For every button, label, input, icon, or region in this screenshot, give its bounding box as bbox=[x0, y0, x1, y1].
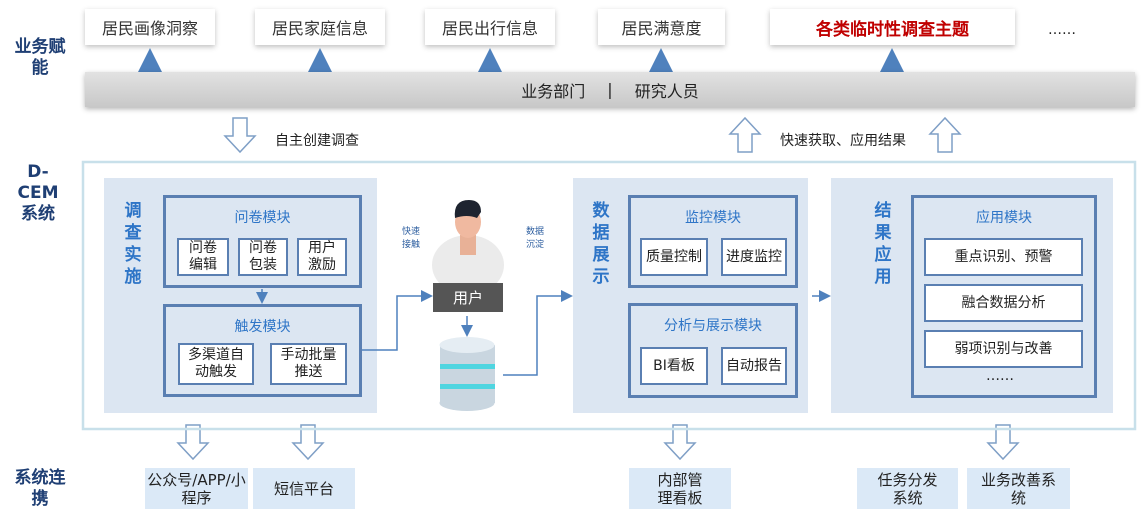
role-business: 业务部门 bbox=[521, 81, 586, 101]
bottom-system: 内部管理看板 bbox=[629, 468, 731, 509]
display-label: 数据展示 bbox=[592, 201, 610, 287]
sub-item: 手动批量推送 bbox=[270, 343, 347, 385]
module-title: 分析与展示模块 bbox=[664, 318, 762, 334]
sub-item: 问卷编辑 bbox=[177, 238, 229, 276]
top-item-highlight: 各类临时性调查主题 bbox=[770, 9, 1015, 45]
sub-item: 多渠道自动触发 bbox=[178, 343, 254, 385]
sub-item: 进度监控 bbox=[721, 238, 787, 276]
top-item: 居民画像洞察 bbox=[85, 9, 215, 45]
module-title: 问卷模块 bbox=[234, 210, 291, 226]
bottom-system: 任务分发系统 bbox=[857, 468, 958, 509]
fetch-results-text: 快速获取、应用结果 bbox=[780, 133, 906, 149]
sub-item: 重点识别、预警 bbox=[924, 238, 1083, 276]
hollow-up-arrow bbox=[728, 116, 762, 153]
sub-item: 融合数据分析 bbox=[924, 284, 1083, 322]
label-integration: 系统连携 bbox=[14, 468, 66, 509]
data-deposit-note: 数据沉淀 bbox=[525, 227, 544, 250]
quick-contact-note: 快速接触 bbox=[401, 227, 420, 250]
user-label: 用户 bbox=[433, 283, 503, 312]
sub-item: 自动报告 bbox=[721, 347, 787, 385]
role-research: 研究人员 bbox=[634, 81, 699, 101]
module-title: 应用模块 bbox=[976, 210, 1032, 226]
bottom-system: 业务改善系统 bbox=[967, 468, 1070, 509]
more-items: …… bbox=[986, 368, 1014, 384]
sub-item: 用户激励 bbox=[297, 238, 347, 276]
separator: | bbox=[607, 80, 613, 99]
application-module: 应用模块 bbox=[911, 195, 1097, 398]
label-system: D-CEM系统 bbox=[17, 162, 59, 224]
hollow-down-arrow bbox=[223, 117, 257, 154]
monitor-module: 监控模块 bbox=[628, 195, 798, 288]
survey-label: 调查实施 bbox=[124, 201, 142, 287]
system-frame bbox=[81, 160, 1137, 431]
sub-item: BI看板 bbox=[640, 347, 708, 385]
questionnaire-module: 问卷模块 bbox=[163, 195, 362, 288]
bottom-system: 公众号/APP/小程序 bbox=[145, 468, 248, 509]
top-item: 居民家庭信息 bbox=[255, 9, 385, 45]
top-item: 居民满意度 bbox=[598, 9, 725, 45]
analysis-module: 分析与展示模块 bbox=[628, 303, 798, 398]
sub-item: 弱项识别与改善 bbox=[924, 330, 1083, 368]
top-more: …… bbox=[1048, 22, 1076, 38]
roles-bar: 业务部门 | 研究人员 bbox=[85, 72, 1135, 107]
module-title: 监控模块 bbox=[685, 210, 741, 226]
sub-item: 问卷包装 bbox=[238, 238, 288, 276]
result-label: 结果应用 bbox=[874, 201, 892, 287]
module-title: 触发模块 bbox=[234, 319, 291, 335]
create-survey-text: 自主创建调查 bbox=[275, 133, 359, 149]
label-business: 业务赋能 bbox=[14, 37, 66, 78]
top-item: 居民出行信息 bbox=[425, 9, 555, 45]
trigger-module: 触发模块 bbox=[163, 304, 362, 397]
hollow-up-arrow bbox=[928, 116, 962, 153]
bottom-system: 短信平台 bbox=[253, 468, 355, 509]
sub-item: 质量控制 bbox=[640, 238, 708, 276]
